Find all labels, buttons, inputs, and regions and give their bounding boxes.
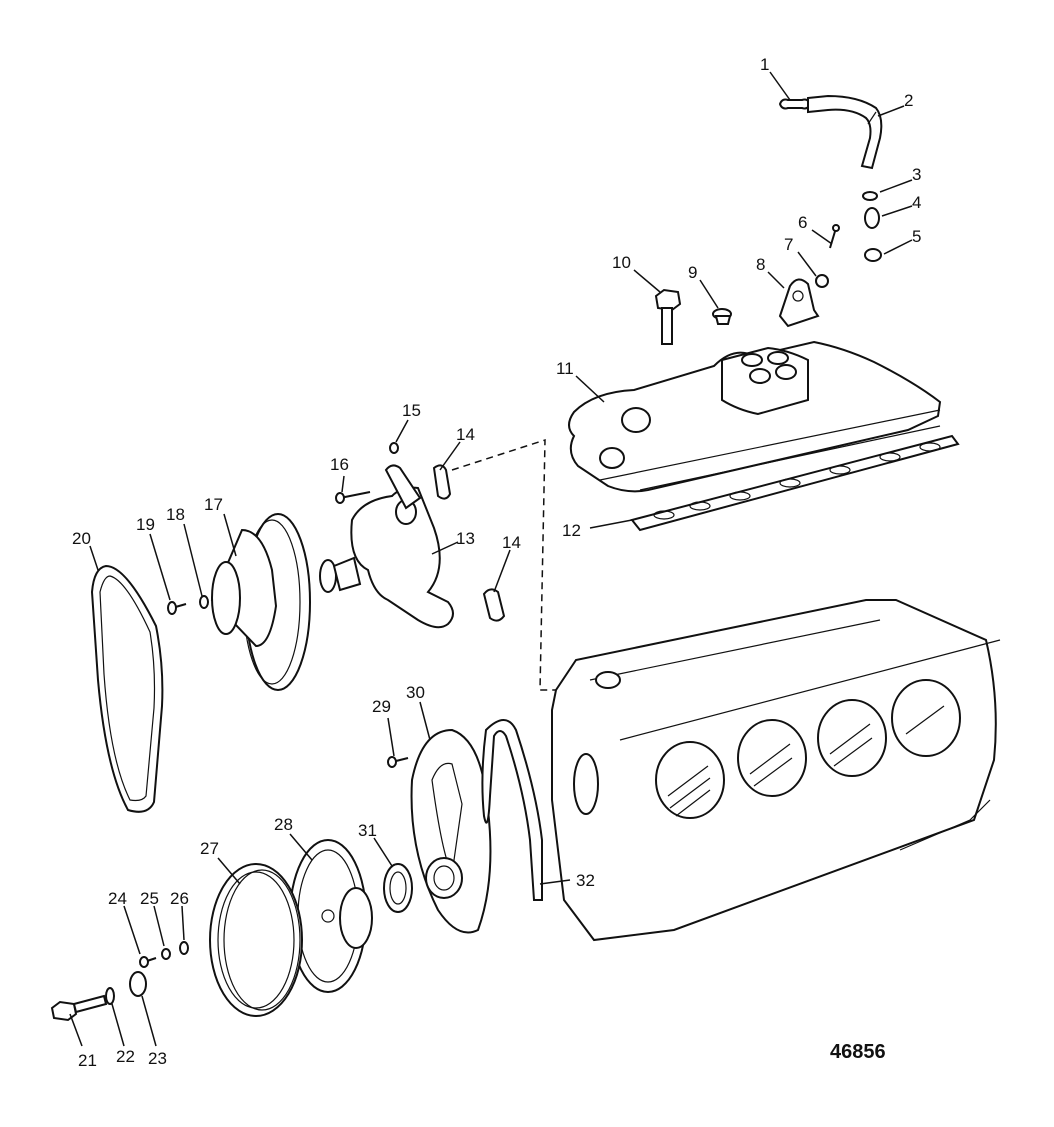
callout-23: 23 [148, 1049, 167, 1068]
callout-6: 6 [798, 213, 807, 232]
part-timing-cover [410, 728, 492, 934]
leader-lines [69, 71, 913, 1047]
part-bolt-16 [335, 491, 371, 504]
part-clamps [862, 191, 882, 262]
part-washer-22 [105, 987, 115, 1005]
callout-16: 16 [330, 455, 349, 474]
reference-number: 46856 [830, 1041, 886, 1063]
part-pump-pulley [210, 513, 311, 691]
part-intake-manifold [568, 340, 942, 493]
callout-30: 30 [406, 683, 425, 702]
callout-15: 15 [402, 401, 421, 420]
part-crank-pulley [289, 839, 373, 993]
callout-20: 20 [72, 529, 91, 548]
part-washer-18 [199, 595, 209, 609]
callout-11: 11 [556, 359, 574, 378]
callout-32: 32 [576, 871, 595, 890]
callout-13: 13 [456, 529, 475, 548]
part-harmonic-balancer [209, 863, 303, 1017]
part-pump-gasket-lower [482, 588, 506, 622]
callout-7: 7 [784, 235, 793, 254]
callout-9: 9 [688, 263, 697, 282]
part-plate-23 [129, 971, 147, 997]
callout-28: 28 [274, 815, 293, 834]
part-bracket [778, 278, 820, 328]
callout-10: 10 [612, 253, 631, 272]
part-cover-gasket [481, 719, 543, 901]
callout-27: 27 [200, 839, 219, 858]
routing-dashed-line [451, 438, 556, 691]
part-washer-25 [161, 948, 171, 960]
callout-24: 24 [108, 889, 127, 908]
part-bolt-29 [387, 756, 409, 768]
callout-18: 18 [166, 505, 185, 524]
callout-19: 19 [136, 515, 155, 534]
callout-14a: 14 [456, 425, 475, 444]
callout-12: 12 [562, 521, 581, 540]
callout-29: 29 [372, 697, 391, 716]
callout-5: 5 [912, 227, 921, 246]
callout-8: 8 [756, 255, 765, 274]
part-crank-seal [383, 863, 413, 913]
callout-labels: 1 2 3 4 5 6 7 8 9 10 11 12 13 14 14 15 1… [72, 55, 921, 1070]
part-washer-26 [179, 941, 189, 955]
part-drive-belt [90, 564, 164, 813]
callout-25: 25 [140, 889, 159, 908]
callout-1: 1 [760, 55, 769, 74]
part-pin [389, 442, 399, 454]
callout-2: 2 [904, 91, 913, 110]
callout-3: 3 [912, 165, 921, 184]
callout-31: 31 [358, 821, 377, 840]
part-bolt-21 [50, 994, 108, 1022]
part-engine-block [551, 599, 1001, 942]
part-bolt-10 [654, 288, 682, 345]
part-water-pump [319, 464, 454, 629]
callout-4: 4 [912, 193, 921, 212]
part-pump-gasket-upper [432, 464, 452, 500]
part-plug [712, 308, 732, 325]
part-hose-fitting [778, 94, 883, 170]
part-manifold-gasket [630, 434, 960, 532]
part-bolt-nut [815, 224, 840, 288]
callout-22: 22 [116, 1047, 135, 1066]
part-bolt-19 [167, 601, 187, 615]
callout-26: 26 [170, 889, 189, 908]
callout-17: 17 [204, 495, 223, 514]
callout-21: 21 [78, 1051, 97, 1070]
callout-14b: 14 [502, 533, 521, 552]
part-bolt-24 [139, 956, 157, 968]
